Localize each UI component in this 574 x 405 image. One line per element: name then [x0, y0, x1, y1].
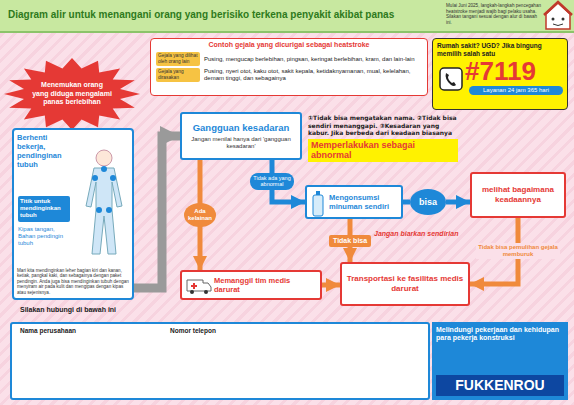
- point-tag: Titik untuk mendinginkan tubuh: [18, 196, 70, 222]
- cooling-point: [92, 175, 98, 181]
- ambulance-icon: [186, 278, 212, 294]
- cooling-point: [101, 166, 107, 172]
- symptom-box: Contoh gejala yang dicurigai sebagai hea…: [150, 38, 428, 96]
- connector: [446, 200, 470, 205]
- node-text: bisa: [419, 197, 437, 208]
- edge-label: Tidak ada yang abnormal: [250, 173, 294, 190]
- cooling-panel: Berhenti bekerja, pendinginan tubuhMari …: [12, 128, 134, 300]
- edge-label: Ada kelainan: [184, 203, 216, 227]
- node-subtext: FUKKENROU: [436, 375, 564, 396]
- node-text: ①Tidak bisa mengatakan nama. ②Tidak bisa…: [308, 114, 458, 137]
- process-box: Gangguan kesadaranJangan menilai hanya d…: [180, 112, 302, 160]
- starburst-fill: [4, 58, 140, 130]
- service-pill: Layanan 24 jam 365 hari: [469, 86, 563, 95]
- note-label: Silakan hubungi di bawah ini: [20, 306, 116, 314]
- node-text: Memanggil tim medis darurat: [214, 276, 317, 294]
- node-text: Berhenti bekerja, pendinginan tubuh: [17, 133, 75, 169]
- node-text: Gejala yang dilihat oleh orang lain: [156, 52, 200, 66]
- node-subtext: Memperlakukan sebagai abnormal: [308, 139, 458, 163]
- process-box: Transportasi ke fasilitas medis darurat: [340, 262, 470, 306]
- node-text: Transportasi ke fasilitas medis darurat: [345, 274, 465, 293]
- node-text: Menemukan orang yang diduga mengalami pa…: [32, 81, 112, 106]
- node-text: Melindungi pekerjaan dan kehidupan para …: [436, 326, 564, 343]
- title: Diagram alir untuk menangani orang yang …: [8, 9, 444, 21]
- cooling-point: [110, 175, 116, 181]
- note-label: Kipas tangan, Bahan pendingin tubuh: [18, 226, 66, 248]
- node-subtext: Nomor telepon: [170, 327, 216, 335]
- body-figure: [76, 148, 132, 260]
- node-text: Nama perusahaan: [20, 327, 170, 335]
- node-text: Gangguan kesadaran: [193, 122, 290, 133]
- process-box: melihat bagaimana keadaannya: [470, 172, 566, 218]
- node-subtext: Jangan menilai hanya dari 'gangguan kesa…: [185, 136, 297, 150]
- node-text: Gejala yang dirasakan: [156, 68, 200, 82]
- symptom-row: Gejala yang dilihat oleh orang lain Pusin…: [156, 52, 422, 66]
- title-band: [0, 0, 574, 31]
- contact-box: Nama perusahaanNomor telepon: [10, 322, 430, 400]
- decision-circle: bisa: [410, 189, 446, 215]
- node-text: melihat bagaimana keadaannya: [475, 185, 561, 204]
- edge-label: Tidak bisa pemulihan gejala memburuk: [476, 243, 560, 259]
- node-subtext: Pusing, mengucap berlebihan, pingsan, ke…: [204, 56, 414, 63]
- node-text: Rumah sakit? UGD? Jika bingung memilih s…: [437, 42, 563, 58]
- band-line: [0, 31, 574, 33]
- criteria-note: ①Tidak bisa mengatakan nama. ②Tidak bisa…: [308, 114, 458, 162]
- edge-label: Tidak bisa: [329, 235, 371, 247]
- note-label: Mulai Juni 2025, langkah-langkah pencega…: [446, 3, 542, 25]
- node-subtext: Pusing, nyeri otot, kaku otot, sakit kep…: [204, 68, 422, 82]
- symptom-row: Gejala yang dirasakan Pusing, nyeri otot,…: [156, 68, 422, 82]
- node-text: Contoh gejala yang dicurigai sebagai hea…: [156, 41, 422, 49]
- node-subtext: #7119: [437, 58, 563, 84]
- circle-fill: [410, 189, 446, 215]
- node-text: Layanan 24 jam 365 hari: [473, 87, 559, 94]
- node-subtext: Mari kita mendinginkan leher bagian kiri…: [17, 268, 129, 296]
- connector: [403, 200, 410, 205]
- cooling-point: [106, 207, 112, 213]
- process-box: Mengonsumsi minuman sendiri: [305, 185, 403, 219]
- starburst: Menemukan orang yang diduga mengalami pa…: [4, 58, 140, 130]
- bottle-icon: [312, 191, 324, 217]
- node-text: Mengonsumsi minuman sendiri: [329, 193, 398, 211]
- process-box: Memanggil tim medis darurat: [180, 270, 322, 300]
- node-text: Titik untuk mendinginkan tubuh: [20, 198, 68, 220]
- connector: [322, 283, 340, 288]
- mascot: [544, 2, 572, 29]
- cooling-point: [96, 207, 102, 213]
- brand-box: Melindungi pekerjaan dan kehidupan para …: [432, 322, 568, 400]
- phone-icon: [439, 67, 463, 91]
- note-label: Jangan biarkan sendirian: [374, 230, 458, 238]
- hotline-box: Rumah sakit? UGD? Jika bingung memilih s…: [432, 38, 568, 110]
- connector: [134, 136, 180, 288]
